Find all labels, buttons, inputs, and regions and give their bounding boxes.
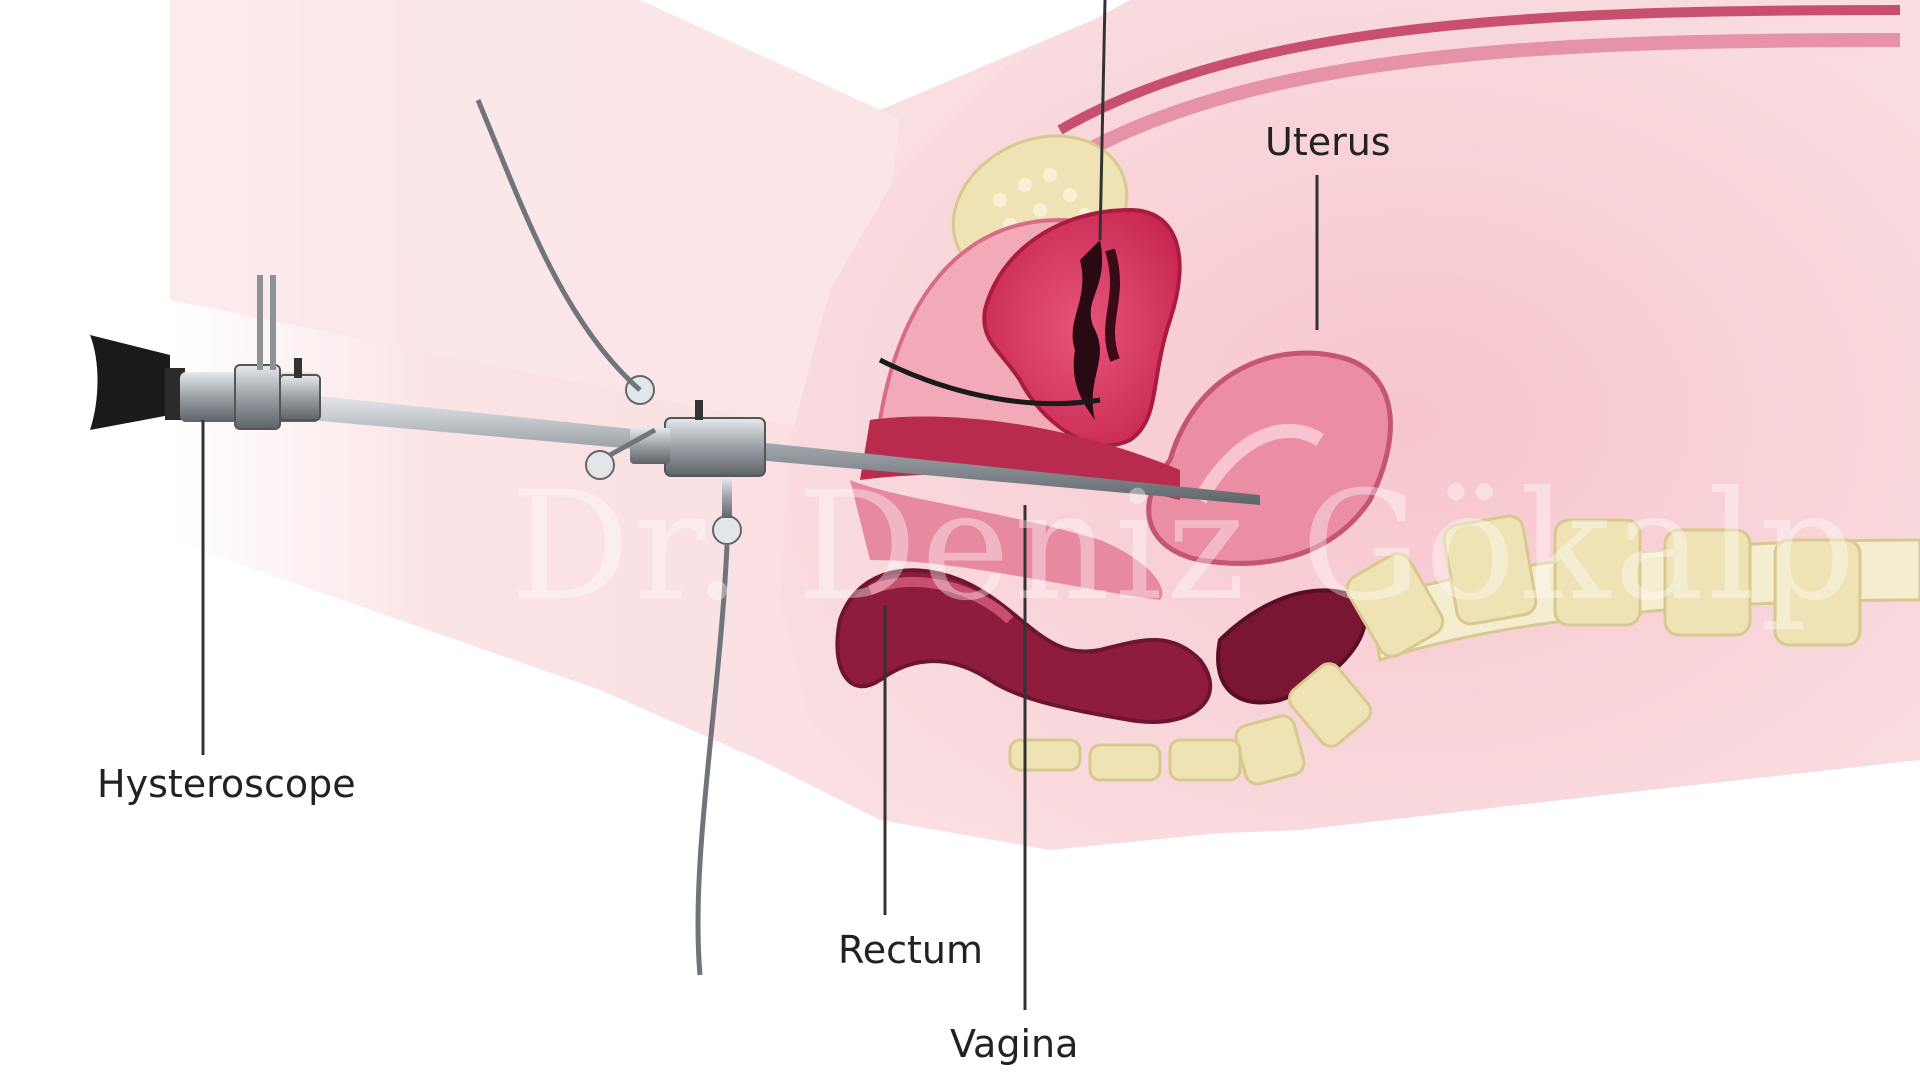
- abdominal-wall: [1057, 5, 1901, 167]
- uterus-label: Uterus: [1265, 120, 1391, 164]
- uterus: [982, 207, 1182, 448]
- rectum-label: Rectum: [838, 928, 983, 972]
- hysteroscope-label: Hysteroscope: [97, 762, 356, 806]
- uterine-body: [1146, 350, 1393, 566]
- hysteroscope-instrument: [90, 99, 1260, 976]
- spine-vertebrae: [1008, 514, 1920, 786]
- top-leader-line: [1098, 0, 1107, 241]
- vagina-label: Vagina: [950, 1022, 1079, 1066]
- watermark-text: Dr. Deniz Gökalp: [510, 460, 1860, 634]
- leader-lines: [201, 0, 1319, 1010]
